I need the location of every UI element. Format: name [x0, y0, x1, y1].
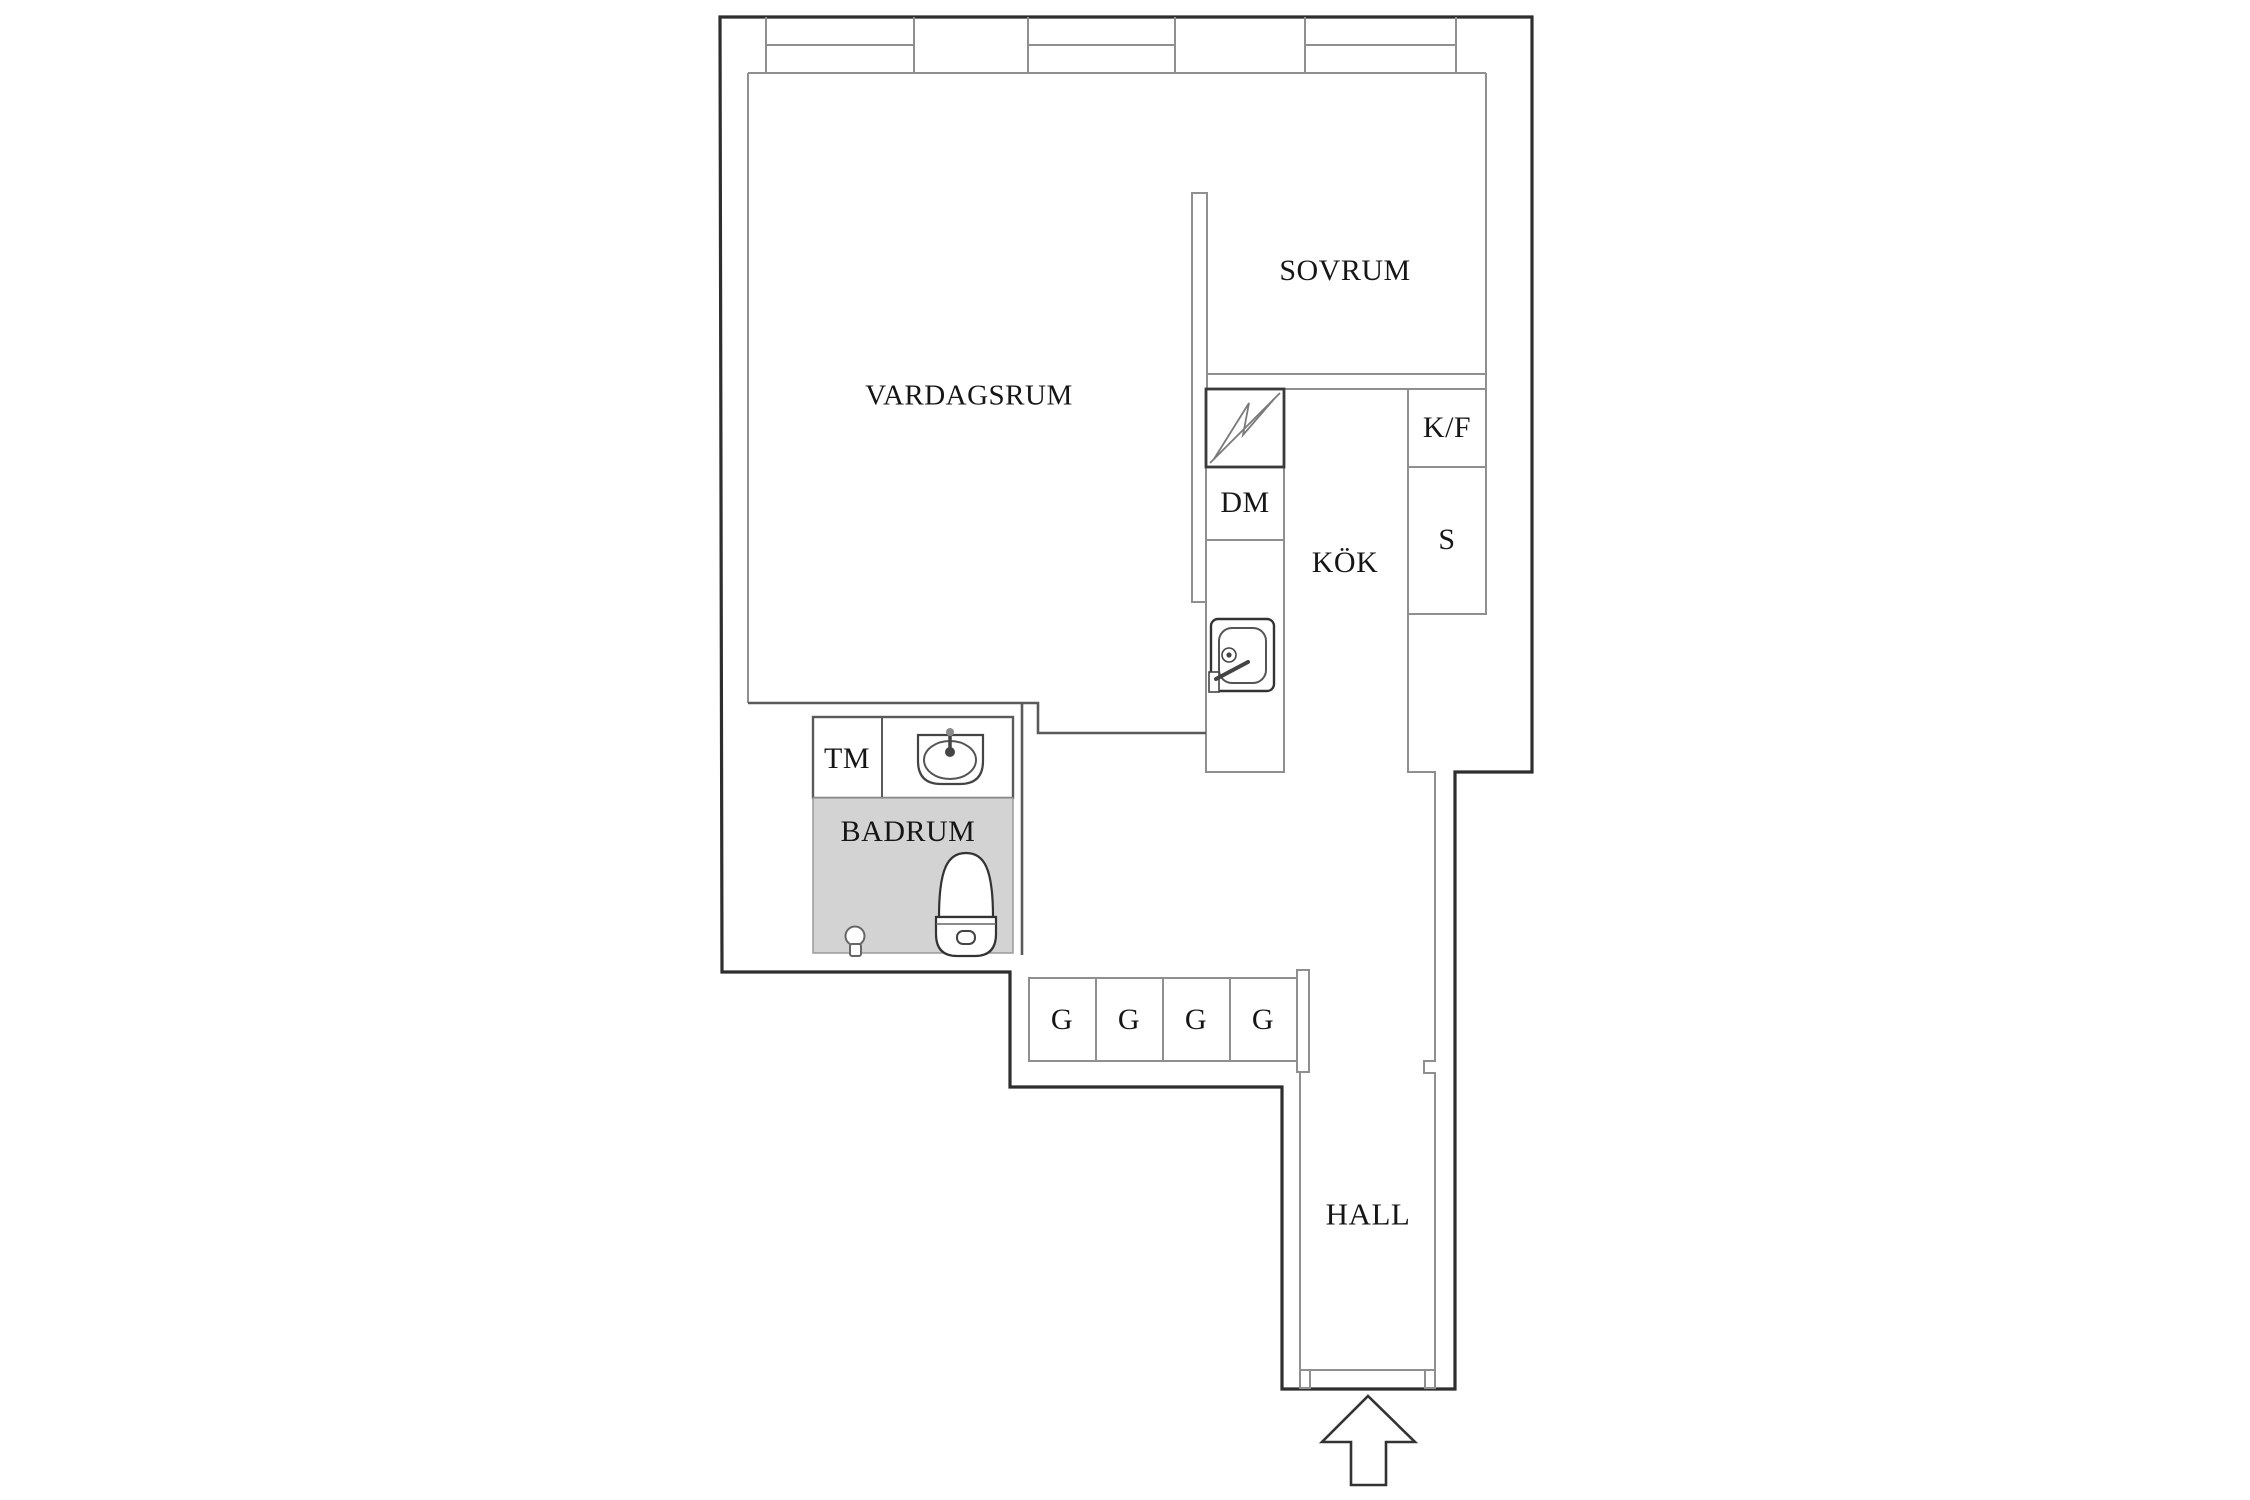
fixture-label-s: S [1438, 523, 1456, 556]
wardrobe-label-g4: G [1251, 1003, 1275, 1036]
fixture-label-tm: TM [824, 742, 870, 775]
wardrobe-label-g2: G [1117, 1003, 1141, 1036]
window-icon [1027, 17, 1176, 73]
fixture-label-dm: DM [1220, 486, 1270, 519]
room-label-badrum: BADRUM [840, 815, 976, 848]
fridge-freezer-box [1407, 388, 1487, 468]
vardagsrum-south-wall [748, 701, 1206, 735]
door-jamb [1299, 1369, 1311, 1389]
outer-wall-outline [718, 15, 1534, 1391]
door-jamb [1424, 1369, 1436, 1389]
room-label-kok: KÖK [1311, 546, 1379, 579]
pantry-box [1407, 466, 1487, 615]
floor-drain-icon [844, 925, 866, 957]
window-icon [1304, 17, 1457, 73]
entrance-arrow-icon [1318, 1394, 1419, 1487]
toilet-icon [934, 851, 998, 958]
kitchen-sink-icon [1208, 617, 1276, 693]
wall-stub [1296, 969, 1310, 1073]
room-label-hall: HALL [1325, 1196, 1411, 1232]
window-icon [765, 17, 915, 73]
stove-icon [1204, 387, 1286, 469]
room-label-vardagsrum: VARDAGSRUM [865, 379, 1073, 412]
hall-left-inner-wall [1299, 1071, 1309, 1370]
wardrobe-label-g3: G [1184, 1003, 1208, 1036]
bathroom-sink-icon [916, 728, 985, 786]
fixture-label-kf: K/F [1422, 411, 1472, 444]
wardrobe-label-g1: G [1050, 1003, 1074, 1036]
corridor-inner-wall [1407, 614, 1436, 1370]
room-label-sovrum: SOVRUM [1279, 254, 1411, 287]
